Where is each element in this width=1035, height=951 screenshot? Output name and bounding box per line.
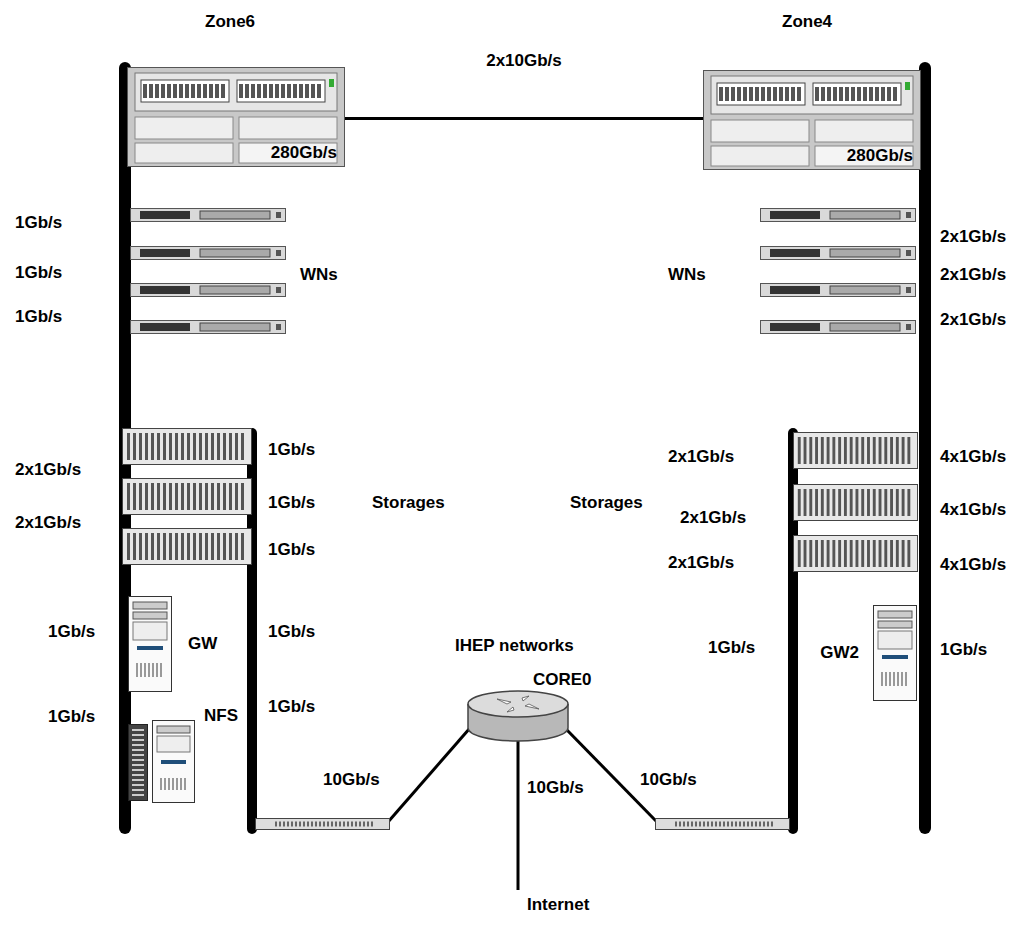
- server-unit: [131, 284, 286, 297]
- internet-line: [517, 738, 520, 890]
- server-unit: [761, 321, 916, 334]
- tower-server: [873, 605, 917, 701]
- group-label: WNs: [300, 265, 338, 285]
- storage-arrays: [123, 429, 918, 572]
- server-graphic: [128, 720, 196, 804]
- zone-title: Zone4: [782, 12, 832, 32]
- link-speed: 4x1Gb/s: [940, 447, 1006, 467]
- link-speed: 1Gb/s: [268, 622, 315, 642]
- server-name: NFS: [204, 706, 238, 726]
- link-speed: 2x1Gb/s: [940, 227, 1006, 247]
- link-speed: 1Gb/s: [48, 622, 95, 642]
- switch-capacity: 280Gb/s: [271, 143, 337, 163]
- group-label: Internet: [527, 895, 589, 915]
- core-switch: 280Gb/s: [127, 67, 345, 167]
- server-name: GW2: [820, 643, 859, 663]
- server-unit: [131, 321, 286, 334]
- link-speed: 10Gb/s: [527, 778, 584, 798]
- server-unit: [131, 247, 286, 260]
- link-speed: 2x1Gb/s: [668, 553, 734, 573]
- link-speed: 1Gb/s: [268, 540, 315, 560]
- server-graphic: [128, 596, 172, 692]
- access-switch: [656, 819, 790, 830]
- server-unit: [761, 247, 916, 260]
- link-speed: 1Gb/s: [268, 440, 315, 460]
- rack-bars: [119, 62, 931, 834]
- link-speed: 1Gb/s: [48, 707, 95, 727]
- server-node: NFS: [128, 706, 238, 804]
- link-speed: 1Gb/s: [268, 697, 315, 717]
- trunk-link: [345, 117, 703, 120]
- server-unit: [761, 284, 916, 297]
- link-speed: 2x1Gb/s: [668, 447, 734, 467]
- nfs-server: [128, 720, 196, 804]
- uplink-lines: [388, 728, 657, 890]
- link-speed: 2x1Gb/s: [15, 460, 81, 480]
- core-router: IHEP networksCORE0: [450, 636, 630, 746]
- link-label: 2x10Gb/s: [483, 51, 565, 71]
- storage-array: [123, 529, 252, 565]
- link-speed: 1Gb/s: [15, 307, 62, 327]
- link-speed: 4x1Gb/s: [940, 500, 1006, 520]
- core-switch: 280Gb/s: [703, 70, 921, 170]
- link-speed: 2x1Gb/s: [680, 508, 746, 528]
- link-speed: 2x1Gb/s: [940, 310, 1006, 330]
- uplink-line: [388, 728, 470, 822]
- link-speed: 1Gb/s: [708, 638, 755, 658]
- server-graphic: [873, 605, 917, 701]
- switch-capacity: 280Gb/s: [847, 146, 913, 166]
- storage-array: [793, 485, 917, 521]
- link-speed: 1Gb/s: [268, 493, 315, 513]
- link-speed: 2x1Gb/s: [15, 513, 81, 533]
- group-label: WNs: [668, 265, 706, 285]
- server-node: GW: [128, 596, 217, 692]
- tower-server: [128, 596, 172, 692]
- access-switches: [256, 819, 790, 830]
- link-speed: 10Gb/s: [640, 770, 697, 790]
- storage-array: [123, 479, 252, 515]
- link-speed: 2x1Gb/s: [940, 265, 1006, 285]
- worker-nodes: [131, 209, 916, 334]
- group-label: Storages: [570, 493, 643, 513]
- access-switch: [256, 819, 390, 830]
- storage-array: [793, 536, 917, 572]
- server-unit: [131, 209, 286, 222]
- router-graphic: [467, 690, 569, 744]
- link-speed: 4x1Gb/s: [940, 555, 1006, 575]
- storage-array: [793, 433, 917, 469]
- server-name: GW: [188, 634, 217, 654]
- network-name: IHEP networks: [455, 636, 574, 656]
- rack-bar: [919, 62, 931, 834]
- router-icon: [467, 690, 569, 744]
- zone-title: Zone6: [205, 12, 255, 32]
- server-unit: [761, 209, 916, 222]
- link-speed: 10Gb/s: [323, 770, 380, 790]
- storage-array: [123, 429, 252, 465]
- link-speed: 1Gb/s: [15, 263, 62, 283]
- router-name: CORE0: [533, 670, 592, 690]
- link-speed: 1Gb/s: [940, 640, 987, 660]
- server-node: GW2: [820, 605, 917, 701]
- link-speed: 1Gb/s: [15, 213, 62, 233]
- group-label: Storages: [372, 493, 445, 513]
